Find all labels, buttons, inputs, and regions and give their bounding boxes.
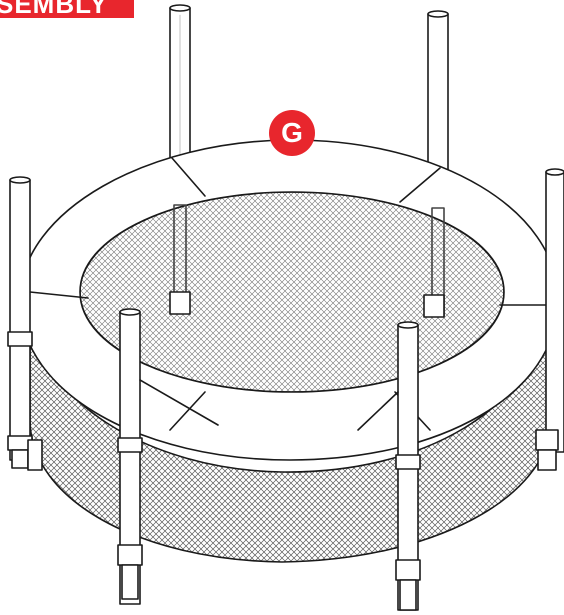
pole-front-mid-left [117, 308, 219, 605]
pole-front-mid-right [357, 321, 421, 611]
section-banner: SEMBLY [0, 0, 134, 18]
part-callout-badge: G [269, 110, 315, 156]
banner-text: SEMBLY [0, 0, 108, 18]
back-pole-right [427, 10, 449, 193]
pad-seam [171, 157, 206, 197]
jump-mat [79, 191, 505, 393]
back-pole-left [169, 4, 191, 179]
pole-front-left [7, 176, 43, 471]
pad-seam [399, 167, 441, 203]
pole-right [535, 168, 564, 471]
